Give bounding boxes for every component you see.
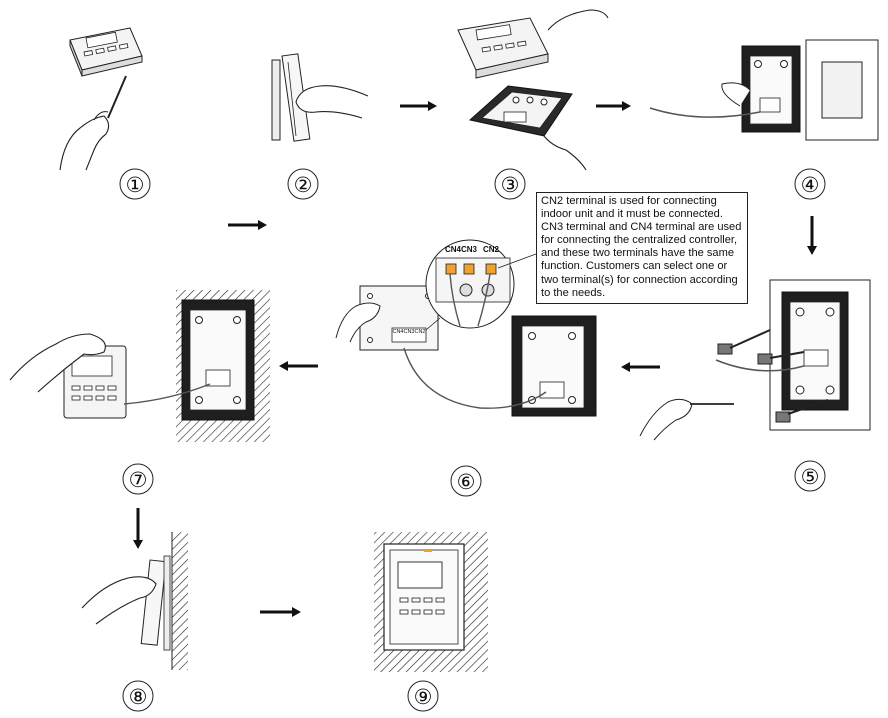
step-4-illustration (650, 40, 878, 140)
step-8-number: ⑧ (129, 685, 148, 709)
arrow-head-6 (279, 361, 288, 371)
step-2-label: ② (288, 169, 318, 199)
step-3-label: ③ (495, 169, 525, 199)
arrow-head-1 (428, 101, 437, 111)
step-8-illustration (82, 532, 188, 670)
step-4-label: ④ (795, 169, 825, 199)
step-3-illustration (458, 10, 608, 170)
arrow-head-7 (133, 540, 143, 549)
step-2-number: ② (294, 173, 313, 197)
step-4-number: ④ (801, 173, 820, 197)
step-9-label: ⑨ (408, 681, 438, 711)
step-1-label: ① (120, 169, 150, 199)
step-1-illustration (60, 28, 142, 170)
step-9-number: ⑨ (414, 685, 433, 709)
step-9-illustration (374, 532, 488, 672)
arrow-head-3 (258, 220, 267, 230)
step-7-number: ⑦ (129, 468, 148, 492)
cn3-label: CN3 (461, 245, 478, 254)
terminal-note: CN2 terminal is used for connecting indo… (536, 192, 748, 304)
cn4-label: CN4 (445, 245, 462, 254)
cn2-label: CN2 (483, 245, 500, 254)
board-terminal-label: CN4CN3CN2 (392, 329, 425, 335)
step-6-label: ⑥ (451, 466, 481, 496)
arrow-head-2 (622, 101, 631, 111)
step-8-label: ⑧ (123, 681, 153, 711)
step-3-number: ③ (501, 173, 520, 197)
step-2-illustration (272, 54, 368, 141)
step-5-illustration (640, 280, 870, 440)
step-5-number: ⑤ (801, 465, 820, 489)
arrow-head-8 (292, 607, 301, 617)
arrow-head-4 (807, 246, 817, 255)
step-5-label: ⑤ (795, 461, 825, 491)
step-1-number: ① (126, 173, 145, 197)
arrow-head-5 (621, 362, 630, 372)
step-7-label: ⑦ (123, 464, 153, 494)
step-6-number: ⑥ (457, 470, 476, 494)
step-7-illustration (10, 290, 270, 442)
